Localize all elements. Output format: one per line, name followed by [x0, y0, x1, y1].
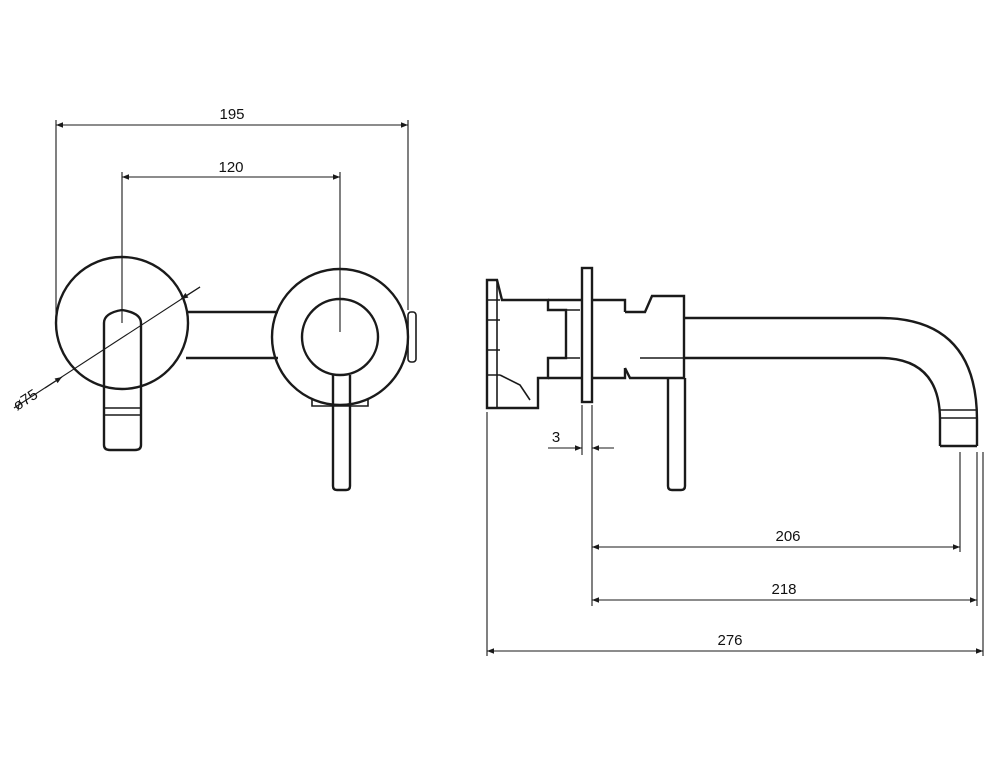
- mixer-head: [623, 294, 686, 380]
- dim-label-195: 195: [219, 106, 244, 123]
- dim-label-218: 218: [771, 581, 796, 598]
- dim-label-diameter: ø75: [10, 386, 41, 414]
- rosette-tab: [407, 311, 417, 363]
- side-lever: [666, 378, 687, 492]
- spout-bottom-edge: [684, 356, 942, 446]
- dim-label-120: 120: [218, 159, 243, 176]
- front-view: 195 120 ø75: [10, 106, 417, 492]
- spout-top-edge: [684, 316, 979, 446]
- spout-front: [102, 308, 143, 452]
- dim-label-206: 206: [775, 528, 800, 545]
- dim-line-diameter: [13, 286, 201, 409]
- valve-body: [485, 278, 568, 410]
- lever-handle: [331, 375, 352, 492]
- dim-label-276: 276: [717, 632, 742, 649]
- cover-plate: [580, 266, 594, 404]
- dim-label-3: 3: [552, 429, 560, 446]
- side-view: 3 206 218 276: [485, 266, 984, 656]
